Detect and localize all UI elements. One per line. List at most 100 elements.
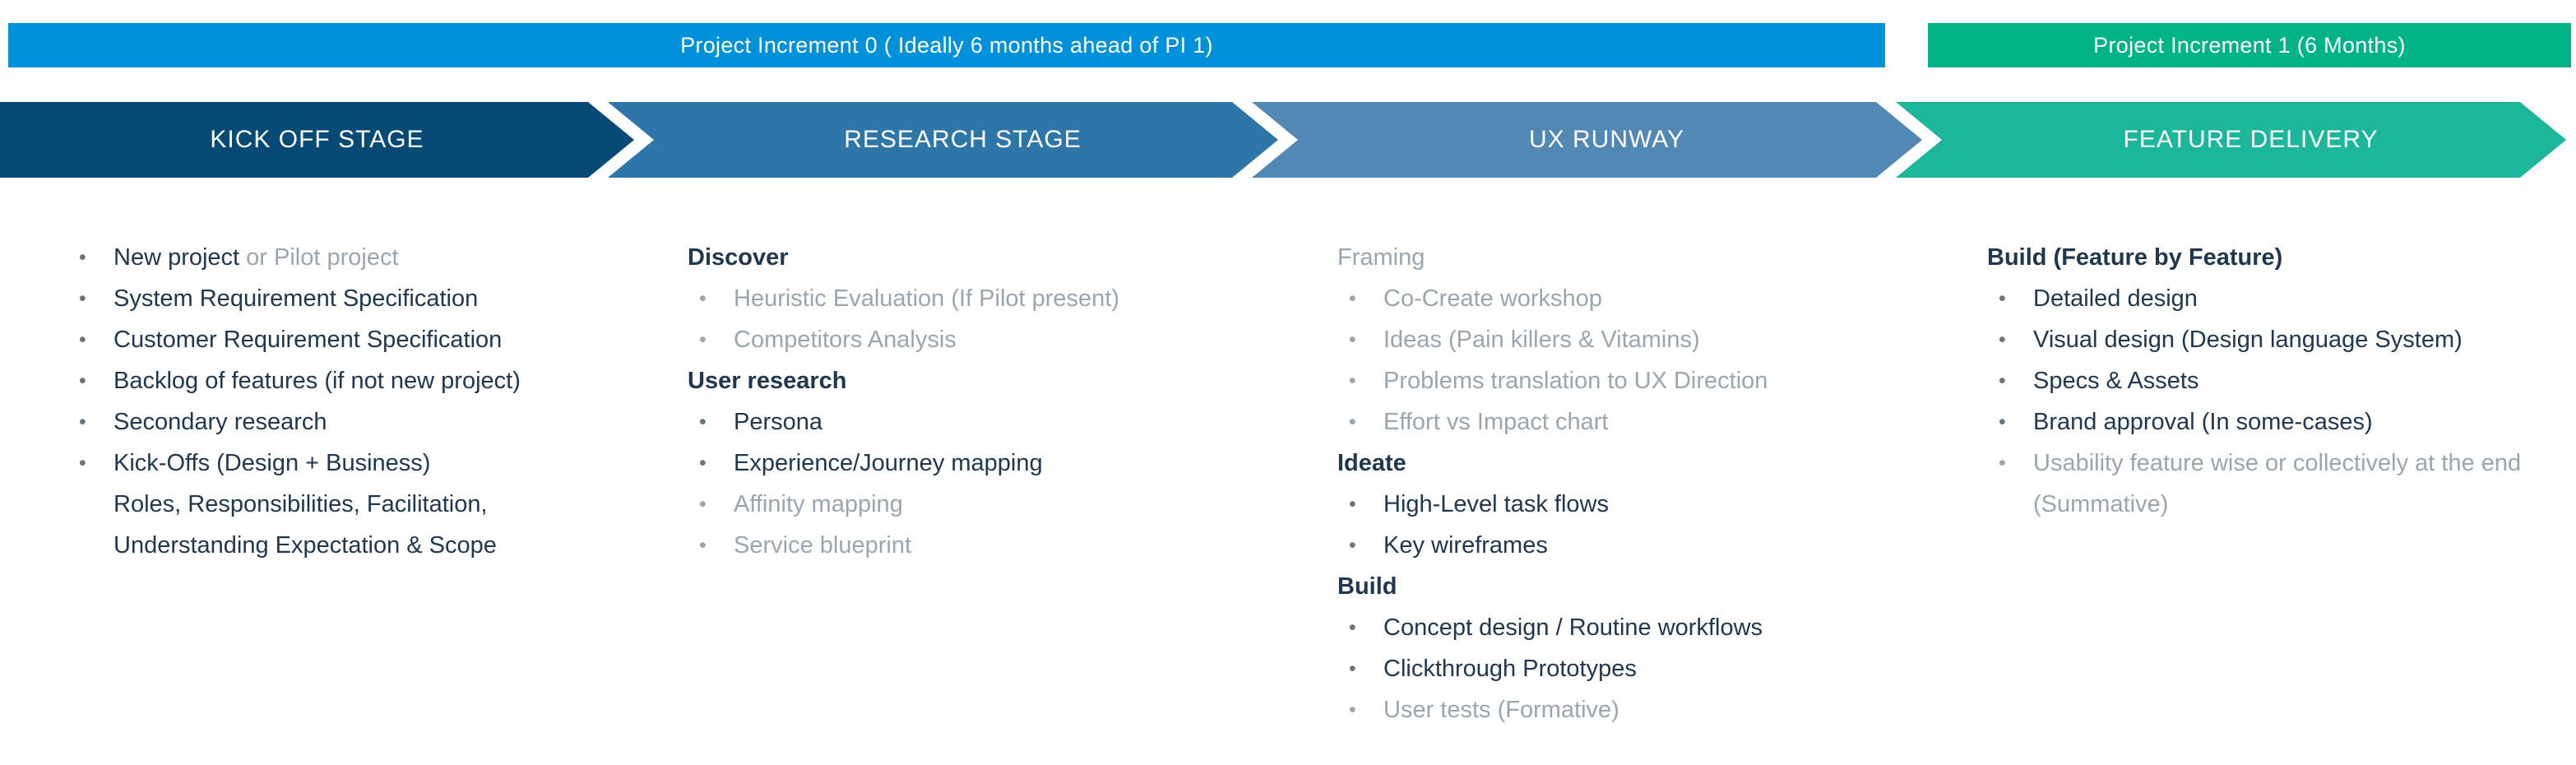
item-text: Detailed design bbox=[2033, 285, 2198, 312]
bullet-item: •Customer Requirement Specification bbox=[67, 319, 663, 360]
bullet-icon: • bbox=[699, 410, 707, 434]
bullet-icon: • bbox=[1999, 328, 2006, 351]
bullet-icon: • bbox=[1349, 616, 1356, 639]
bullet-icon: • bbox=[1999, 369, 2006, 392]
bullet-icon: • bbox=[699, 287, 707, 310]
item-text: Key wireframes bbox=[1383, 532, 1548, 559]
section-header: Build bbox=[1337, 566, 1933, 607]
bullet-icon: • bbox=[79, 328, 86, 351]
bullet-icon: • bbox=[79, 246, 86, 269]
bullet-icon: • bbox=[1349, 287, 1356, 310]
bullet-item: • Detailed design bbox=[1987, 278, 2576, 319]
bullet-icon: • bbox=[699, 493, 707, 516]
bullet-item: • Service blueprint bbox=[688, 525, 1283, 566]
item-text: Kick-Offs (Design + Business) bbox=[114, 450, 431, 476]
item-text: Ideas (Pain killers & Vitamins) bbox=[1383, 327, 1700, 353]
bullet-item: • Heuristic Evaluation (If Pilot present) bbox=[688, 278, 1283, 319]
item-text: Persona bbox=[734, 409, 823, 435]
section-header: Ideate bbox=[1337, 443, 1933, 484]
item-text: Brand approval (In some-cases) bbox=[2033, 409, 2373, 435]
item-text: Heuristic Evaluation (If Pilot present) bbox=[734, 285, 1120, 312]
section-header: Framing bbox=[1337, 237, 1933, 278]
increment-bar-pi0: Project Increment 0 ( Ideally 6 months a… bbox=[8, 23, 1885, 67]
bullet-item: • Experience/Journey mapping bbox=[688, 443, 1283, 484]
bullet-item: • Visual design (Design language System) bbox=[1987, 319, 2576, 360]
stage-arrow-kick-off-stage: KICK OFF STAGE bbox=[0, 102, 634, 178]
stage-column-ux-runway: Framing • Co-Create workshop • Ideas (Pain k… bbox=[1337, 237, 1933, 730]
bullet-item: • Clickthrough Prototypes bbox=[1337, 648, 1933, 689]
item-text: Backlog of features (if not new project) bbox=[114, 368, 521, 394]
increment-bar-pi0-label: Project Increment 0 ( Ideally 6 months a… bbox=[680, 32, 1213, 58]
item-text: Experience/Journey mapping bbox=[734, 450, 1043, 476]
bullet-item: • High-Level task flows bbox=[1337, 484, 1933, 525]
item-text: (Summative) bbox=[2033, 491, 2169, 517]
bullet-item: • Brand approval (In some-cases) bbox=[1987, 401, 2576, 443]
increment-bar-pi1: Project Increment 1 (6 Months) bbox=[1928, 23, 2571, 67]
item-text: New project or Pilot project bbox=[114, 237, 399, 278]
stage-arrow-feature-delivery-label: FEATURE DELIVERY bbox=[2123, 126, 2379, 153]
bullet-item: • New project or Pilot project bbox=[67, 237, 663, 278]
item-text: Build (Feature by Feature) bbox=[1987, 244, 2283, 271]
bullet-icon: • bbox=[1999, 410, 2006, 434]
continuation-line: Understanding Expectation & Scope bbox=[67, 525, 663, 566]
bullet-icon: • bbox=[1349, 493, 1356, 516]
continuation-line: (Summative) bbox=[1987, 484, 2576, 525]
bullet-item: • Ideas (Pain killers & Vitamins) bbox=[1337, 319, 1933, 360]
bullet-item: • Secondary research bbox=[67, 401, 663, 443]
item-text: High-Level task flows bbox=[1383, 491, 1609, 517]
bullet-icon: • bbox=[1349, 369, 1356, 392]
item-text: Discover bbox=[688, 244, 789, 271]
section-header: User research bbox=[688, 360, 1283, 401]
item-text: Concept design / Routine workflows bbox=[1383, 614, 1763, 641]
item-text: Secondary research bbox=[114, 409, 327, 435]
bullet-item: • Competitors Analysis bbox=[688, 319, 1283, 360]
item-text-muted-part: or Pilot project bbox=[239, 244, 399, 271]
bullet-icon: • bbox=[699, 534, 707, 557]
bullet-item: • System Requirement Specification bbox=[67, 278, 663, 319]
item-text: Understanding Expectation & Scope bbox=[114, 532, 497, 559]
item-text: Visual design (Design language System) bbox=[2033, 327, 2462, 353]
item-text: Service blueprint bbox=[734, 532, 911, 559]
item-text: Usability feature wise or collectively a… bbox=[2033, 450, 2522, 476]
bullet-icon: • bbox=[1349, 328, 1356, 351]
stage-arrow-kick-off-stage-label: KICK OFF STAGE bbox=[210, 126, 424, 153]
stage-arrow-ux-runway-label: UX RUNWAY bbox=[1529, 126, 1684, 153]
item-text: System Requirement Specification bbox=[114, 285, 479, 312]
bullet-icon: • bbox=[79, 410, 86, 434]
item-text: Clickthrough Prototypes bbox=[1383, 656, 1637, 682]
item-text: Problems translation to UX Direction bbox=[1383, 368, 1768, 394]
item-text: Roles, Responsibilities, Facilitation, bbox=[114, 491, 488, 517]
bullet-item: • Backlog of features (if not new project… bbox=[67, 360, 663, 401]
item-text: User tests (Formative) bbox=[1383, 697, 1619, 723]
bullet-icon: • bbox=[79, 369, 86, 392]
bullet-icon: • bbox=[1999, 452, 2006, 475]
bullet-item: • Persona bbox=[688, 401, 1283, 443]
item-text: Build bbox=[1337, 573, 1397, 600]
item-text: Co-Create workshop bbox=[1383, 285, 1602, 312]
item-text: Effort vs Impact chart bbox=[1383, 409, 1609, 435]
stage-arrow-research-stage: RESEARCH STAGE bbox=[608, 102, 1278, 178]
item-text-part: New project bbox=[114, 244, 240, 271]
item-text: Competitors Analysis bbox=[734, 327, 957, 353]
bullet-icon: • bbox=[1999, 287, 2006, 310]
stage-column-research-stage: Discover • Heuristic Evaluation (If Pilot … bbox=[688, 237, 1283, 566]
bullet-icon: • bbox=[1349, 410, 1356, 434]
continuation-line: Roles, Responsibilities, Facilitation, bbox=[67, 484, 663, 525]
bullet-icon: • bbox=[699, 452, 707, 475]
bullet-icon: • bbox=[79, 287, 86, 310]
bullet-item: • Effort vs Impact chart bbox=[1337, 401, 1933, 443]
increment-bar-pi1-label: Project Increment 1 (6 Months) bbox=[2093, 32, 2406, 58]
bullet-icon: • bbox=[1349, 657, 1356, 680]
bullet-item: • Usability feature wise or collectively … bbox=[1987, 443, 2576, 484]
bullet-icon: • bbox=[699, 328, 707, 351]
bullet-item: • Concept design / Routine workflows bbox=[1337, 607, 1933, 648]
bullet-item: •Affinity mapping bbox=[688, 484, 1283, 525]
stage-arrow-research-stage-label: RESEARCH STAGE bbox=[844, 126, 1082, 153]
item-text: Specs & Assets bbox=[2033, 368, 2199, 394]
stage-arrow-feature-delivery: FEATURE DELIVERY bbox=[1896, 102, 2566, 178]
bullet-icon: • bbox=[1349, 534, 1356, 557]
section-header: Build (Feature by Feature) bbox=[1987, 237, 2576, 278]
stage-column-kick-off-stage: • New project or Pilot project • System Req… bbox=[67, 237, 663, 566]
item-text: User research bbox=[688, 368, 847, 394]
bullet-item: • Co-Create workshop bbox=[1337, 278, 1933, 319]
